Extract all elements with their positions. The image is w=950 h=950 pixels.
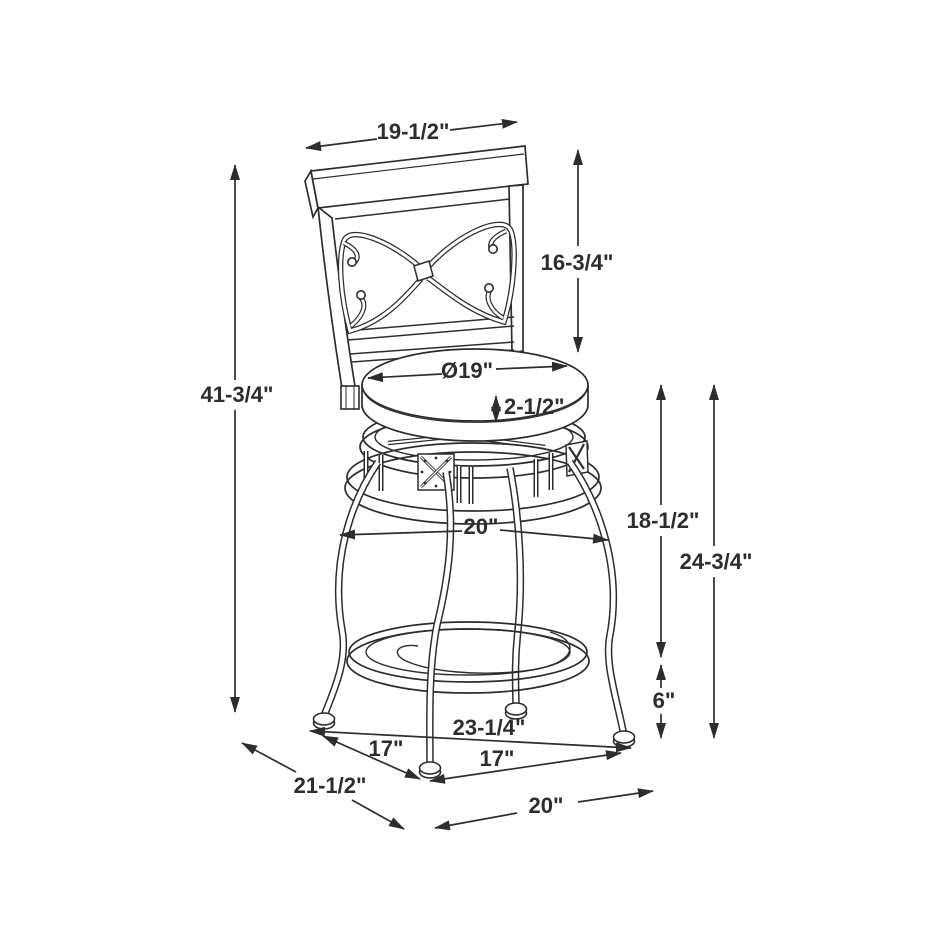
dim-label-back-panel-height: 16-3/4": [541, 250, 614, 275]
dim-seat-to-footrest: 18-1/2": [627, 384, 700, 658]
dim-back-top-width: 19-1/2": [305, 118, 518, 152]
footrest-inner-edge: [365, 628, 571, 676]
dim-label-overall-height: 41-3/4": [201, 382, 274, 407]
foot-cap: [504, 702, 528, 716]
dot: [445, 459, 449, 463]
dim-label-seat-thickness: 2-1/2": [504, 394, 565, 419]
scroll-ball: [487, 244, 498, 255]
foot-cap: [418, 761, 442, 775]
dimension-line: [449, 118, 518, 131]
dot: [423, 459, 427, 463]
dimension-line: [499, 529, 609, 544]
dimension-line: [495, 361, 568, 372]
rail-line: [349, 341, 515, 355]
dim-label-back-top-width: 19-1/2": [377, 119, 450, 144]
dimension-line: [351, 799, 405, 830]
dim-label-base-depth: 21-1/2": [294, 773, 367, 798]
dimension-line: [322, 735, 421, 780]
dot: [423, 481, 427, 485]
panel-top-rail: [334, 198, 511, 220]
leg-left: [320, 459, 382, 718]
dim-footrest-height: 6": [653, 664, 676, 739]
scroll-loop-left-core: [339, 233, 423, 333]
lower-ring-top-edge: [346, 442, 600, 512]
leg-tube-core: [568, 460, 627, 737]
dim-label-floor-to-seat-frame: 24-3/4": [680, 549, 753, 574]
medallion-dots: [420, 456, 452, 488]
scroll-knot: [413, 260, 434, 282]
seat-bracket: [340, 385, 360, 410]
ring-slats: [363, 451, 554, 504]
foot-right: [612, 730, 636, 748]
seat-welt-line: [363, 391, 587, 423]
dim-label-foot-span-right: 17": [480, 746, 515, 771]
dim-foot-span-right: 17": [429, 746, 622, 784]
dim-foot-span-left: 17": [322, 735, 421, 780]
dot: [420, 470, 424, 474]
dim-leg-spread-width: 20": [339, 514, 609, 544]
leg-right: [566, 459, 628, 737]
dim-floor-to-seat-frame: 24-3/4": [680, 384, 753, 739]
dimension-line: [309, 726, 632, 753]
dimension-line: [305, 138, 378, 152]
dim-base-width: 20": [434, 788, 654, 831]
scroll-ball: [483, 282, 494, 293]
dimension-line: [339, 529, 463, 540]
scroll-ball: [346, 256, 357, 267]
backrest: [304, 145, 529, 408]
leg-back: [506, 467, 525, 708]
dim-seat-thickness: 2-1/2": [491, 394, 565, 423]
foot-cap: [612, 730, 636, 744]
dim-feet-diagonal: 23-1/4": [309, 715, 632, 753]
leg-tube-core: [507, 467, 523, 708]
scroll-ball: [355, 289, 366, 300]
rail-line: [347, 325, 515, 341]
lower-ring-bottom-edge: [344, 451, 602, 525]
seat-band-outline: [361, 385, 589, 442]
dim-label-foot-span-left: 17": [369, 736, 404, 761]
foot-left: [312, 712, 336, 730]
foot-back: [504, 702, 528, 720]
leg-tube-core: [427, 471, 453, 765]
dimension-annotations: 19-1/2" 16-3/4" Ø19" 2-1/2" 41-3/4" 20": [201, 118, 753, 831]
dot: [434, 484, 438, 488]
dim-label-footrest-height: 6": [653, 688, 676, 713]
leg-front: [426, 471, 455, 765]
dim-label-leg-spread-width: 20": [464, 514, 499, 539]
stool-drawing: [304, 145, 636, 779]
rail-line: [345, 316, 515, 332]
footrest-swirl: [396, 631, 571, 674]
footrest-ring: [346, 621, 590, 694]
medallion-diagonal-core: [420, 456, 452, 488]
panel-bottom-rail: [345, 316, 515, 341]
backrest-cap: [309, 145, 529, 209]
scroll-ornament: [337, 221, 517, 335]
dim-label-base-width: 20": [529, 793, 564, 818]
dim-base-depth: 21-1/2": [241, 742, 405, 830]
foot-front: [418, 761, 442, 779]
dot: [434, 456, 438, 460]
dimension-line: [241, 742, 297, 773]
dimension-line: [367, 372, 443, 383]
dim-seat-diameter: Ø19": [367, 358, 568, 383]
bracket-body: [340, 385, 360, 410]
dimension-line: [429, 750, 622, 784]
legs: [320, 459, 628, 765]
foot-cap: [312, 712, 336, 726]
dim-overall-height: 41-3/4": [201, 164, 274, 713]
dimension-line: [577, 788, 654, 803]
dimension-line: [434, 812, 518, 831]
dim-label-seat-diameter: Ø19": [441, 358, 493, 383]
backrest-cap-edge-line: [312, 153, 525, 180]
dim-back-panel-height: 16-3/4": [541, 149, 614, 353]
scroll-loop-right-core: [427, 222, 516, 324]
dim-label-seat-to-footrest: 18-1/2": [627, 508, 700, 533]
dim-label-feet-diagonal: 23-1/4": [453, 715, 526, 740]
leg-tube-core: [321, 460, 380, 717]
footrest-top-edge: [348, 621, 588, 683]
